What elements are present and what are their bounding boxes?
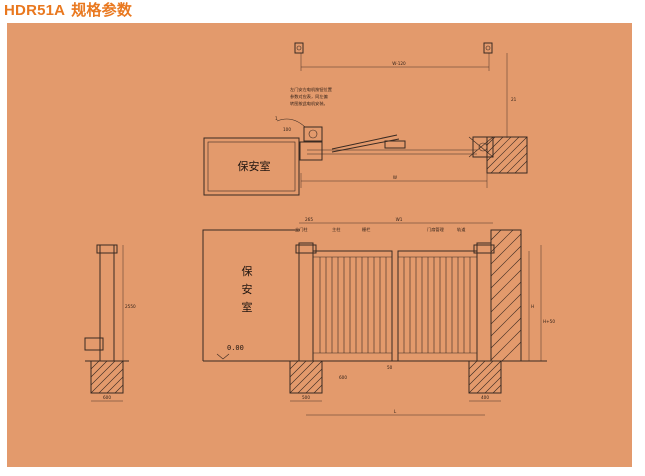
front-right-post (476, 242, 492, 362)
note-line-1: 左门安左电机按钮位置 (290, 86, 332, 93)
dim-265-label: 265 (305, 217, 313, 222)
guard-room-elevation (202, 229, 300, 361)
guard-room-char-1: 保 (242, 264, 253, 278)
front-left-post (298, 242, 314, 362)
dim-bottom-right: 400 (481, 395, 489, 400)
front-left-post-cap (295, 244, 317, 254)
title-label: 规格参数 (71, 2, 133, 19)
guard-room-char-2: 安 (242, 282, 253, 296)
dim-gap-label: 50 (387, 365, 393, 370)
dim-bottom-mid: 600 (339, 375, 347, 380)
label-hinge: 门扇管理 (427, 226, 445, 233)
dim-side-label: 21 (511, 97, 517, 102)
fixing-right (483, 42, 493, 54)
label-door-post: 立门柱 (295, 226, 308, 233)
foundation-right-hatch (468, 360, 502, 394)
fixing-left (294, 42, 304, 54)
level-mark: 0.00 (227, 344, 244, 352)
gate-left-bars (319, 257, 387, 353)
guard-room-char-3: 室 (242, 300, 253, 314)
side-motor (84, 337, 104, 351)
dim-w1-label: W1 (396, 217, 403, 222)
guard-room-inner (207, 141, 296, 192)
side-view: 2550 600 (84, 244, 136, 402)
label-main-post: 主柱 (332, 226, 341, 233)
dim-w-label: W (393, 175, 397, 180)
gate-right-bars (403, 257, 471, 353)
guard-room-outline (203, 137, 300, 196)
right-post-cross-b (468, 136, 494, 158)
motor-left (303, 126, 323, 142)
side-post-cap (96, 244, 118, 254)
side-post (99, 244, 115, 362)
right-post (472, 136, 494, 158)
dim-l-label: L (394, 409, 397, 414)
dim-h-label: H (531, 304, 534, 309)
dim-hpost-label: H+50 (543, 319, 555, 324)
fixing-left-bolt (296, 45, 302, 51)
level-triangle (216, 353, 230, 360)
label-gate-panel: 栅栏 (362, 226, 370, 233)
drawing-sheet: 保安室 W-120 21 1 (7, 23, 632, 467)
motor-left-hub (308, 129, 318, 139)
right-post-hub (478, 142, 488, 152)
side-foundation-hatch (90, 360, 124, 394)
label-rail: 轨道 (457, 226, 466, 233)
guard-room-label-top: 保安室 (238, 159, 271, 173)
callout-leader (276, 118, 306, 128)
foundation-left-hatch (289, 360, 323, 394)
top-view: 保安室 W-120 21 1 (203, 42, 528, 196)
note-line-2: 参数对应表，同左偏 (290, 93, 328, 100)
motor-arm (331, 134, 398, 150)
callout-number: 1 (275, 116, 278, 121)
front-right-wall-hatch (490, 229, 522, 362)
dim-side-height: 2550 (125, 304, 136, 309)
title-model: HDR51A (4, 2, 66, 19)
front-view: 保 安 室 0.00 W1 265 立门柱 主柱 栅栏 门扇管理 轨道 (202, 217, 555, 416)
motor-body (384, 140, 406, 149)
note-line-3: 转图按此电机安装。 (290, 100, 328, 107)
fixing-right-bolt (485, 45, 491, 51)
left-post (299, 141, 323, 161)
dim-side-base: 600 (103, 395, 111, 400)
dim-post-label: 100 (283, 127, 291, 132)
page-title: HDR51A 规格参数 (4, 0, 132, 22)
dim-bottom-left: 500 (302, 395, 310, 400)
dim-span-label: W-120 (392, 61, 406, 66)
technical-drawing: 保安室 W-120 21 1 (84, 42, 555, 416)
